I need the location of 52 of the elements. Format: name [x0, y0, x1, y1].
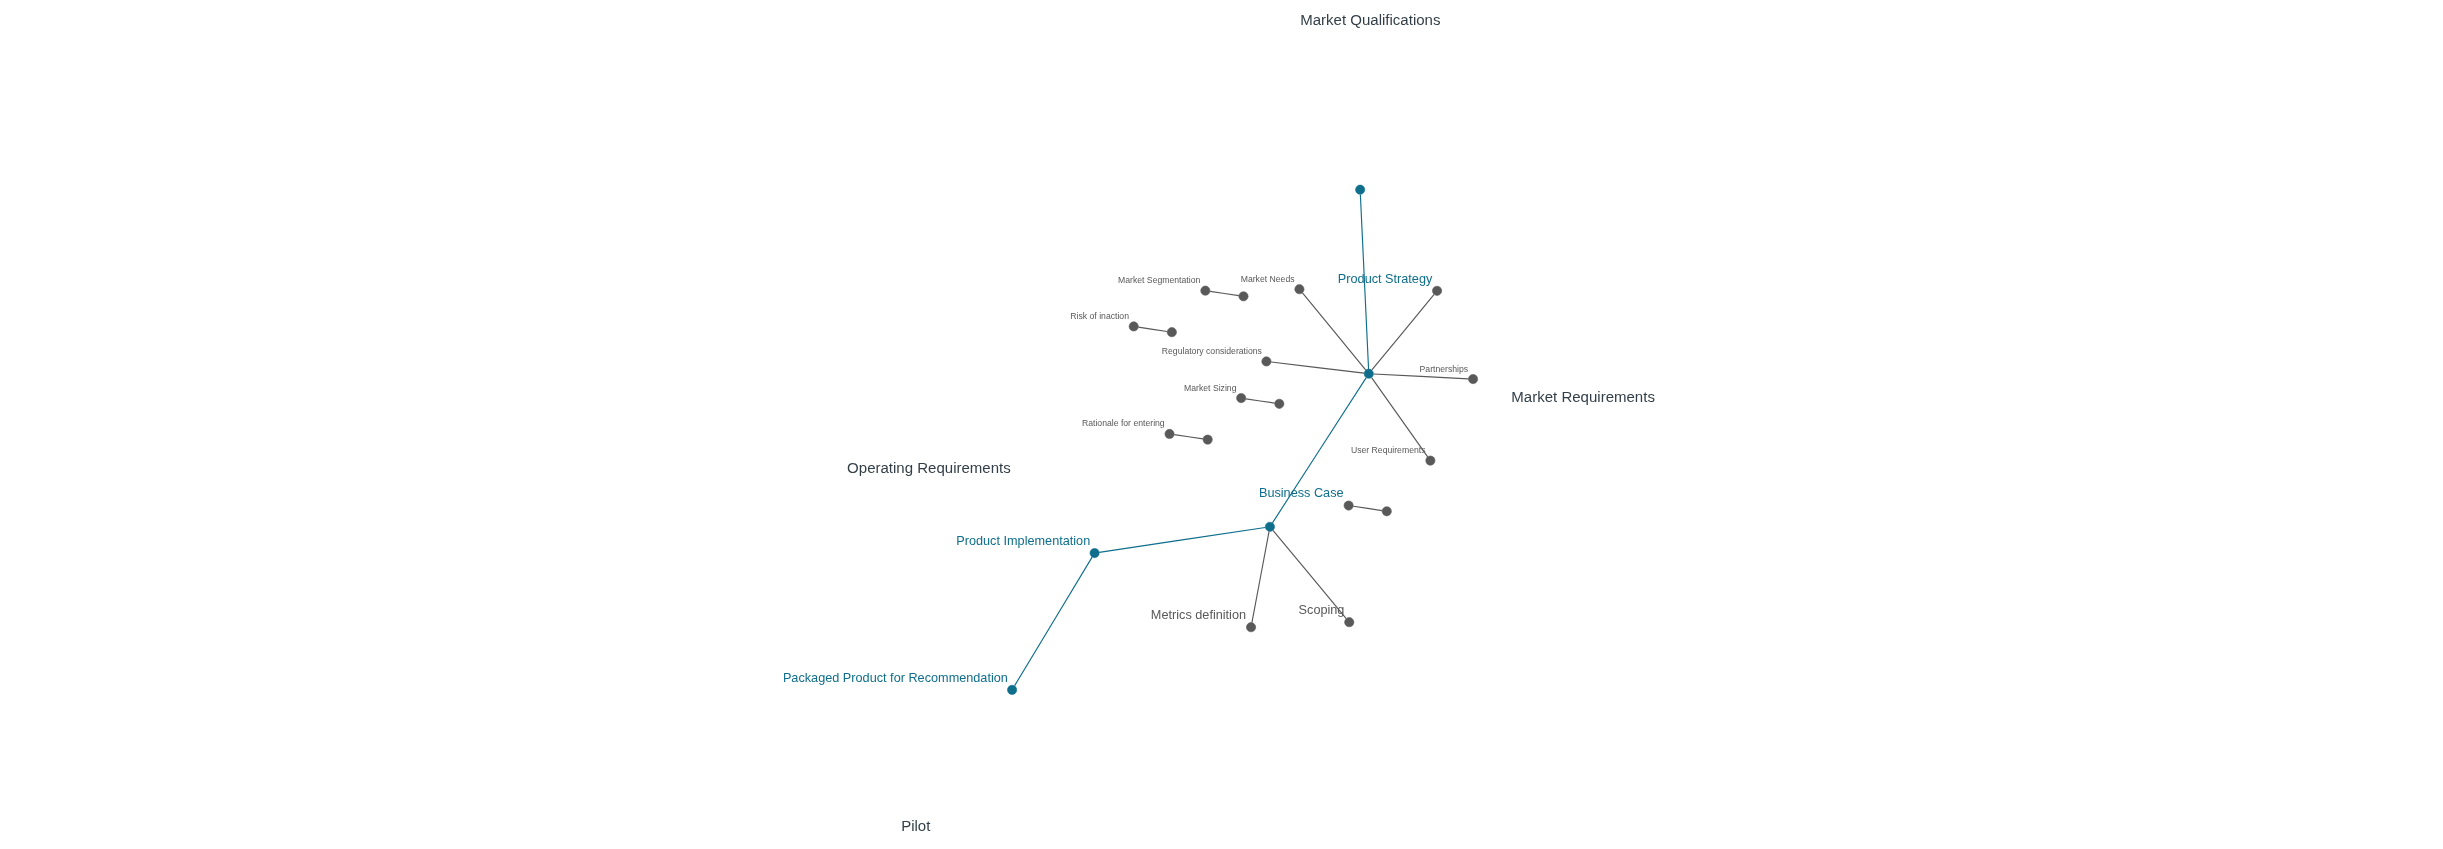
connector: [1301, 292, 1367, 371]
node-circle: [1200, 285, 1211, 296]
label: Market Qualifications: [1300, 11, 1441, 29]
node-circle: [1238, 291, 1249, 302]
node-circle: [1343, 500, 1354, 511]
node-circle: [1265, 521, 1275, 532]
label: Pilot: [901, 817, 931, 835]
connector: [1270, 361, 1365, 374]
connector: [1352, 505, 1383, 512]
node-circle: [1202, 434, 1213, 445]
node-circle: [1261, 356, 1272, 367]
label: Market Requirements: [1511, 387, 1655, 405]
node-label: Metrics definition: [1150, 607, 1247, 622]
connector: [1098, 526, 1266, 553]
connector: [1245, 398, 1276, 404]
node-label: Risk of inaction: [1070, 310, 1129, 321]
node-circle: [1089, 548, 1100, 558]
node-label: Market Sizing: [1184, 382, 1237, 393]
node-circle: [1344, 617, 1355, 628]
node-label: Product Implementation: [956, 533, 1091, 548]
node-circle: [1363, 368, 1374, 379]
connector: [1271, 377, 1367, 524]
node-circle: [1381, 506, 1392, 517]
node-circle: [1432, 285, 1442, 296]
connector: [1209, 290, 1240, 297]
connector: [1272, 529, 1347, 620]
label: Operating Requirements: [847, 458, 1011, 476]
node-circle: [1425, 455, 1436, 466]
connector: [1251, 530, 1270, 624]
connector: [1137, 326, 1168, 333]
node-circle: [1294, 284, 1305, 295]
node-circle: [1468, 374, 1478, 384]
node-label: Rationale for entering: [1081, 418, 1165, 429]
node-circle: [1355, 184, 1366, 195]
node-circle: [1274, 398, 1285, 409]
connector: [1372, 373, 1469, 380]
node-label: Regulatory considerations: [1161, 345, 1262, 356]
node-circle: [1236, 393, 1247, 404]
node-label: Packaged Product for Recommendation: [782, 670, 1008, 685]
node-label: Market Segmentation: [1118, 275, 1201, 286]
node-circle: [1007, 684, 1017, 695]
node-label: Market Needs: [1240, 273, 1295, 284]
connector: [1371, 377, 1429, 458]
node-circle: [1128, 321, 1139, 332]
connector: [1359, 193, 1370, 370]
connector: [1014, 556, 1093, 687]
node-label: Partnerships: [1419, 363, 1469, 374]
connector: [1371, 293, 1435, 371]
connector: [1173, 434, 1204, 440]
node-circle: [1166, 327, 1177, 338]
node-circle: [1164, 429, 1175, 439]
node-circle: [1246, 622, 1256, 633]
